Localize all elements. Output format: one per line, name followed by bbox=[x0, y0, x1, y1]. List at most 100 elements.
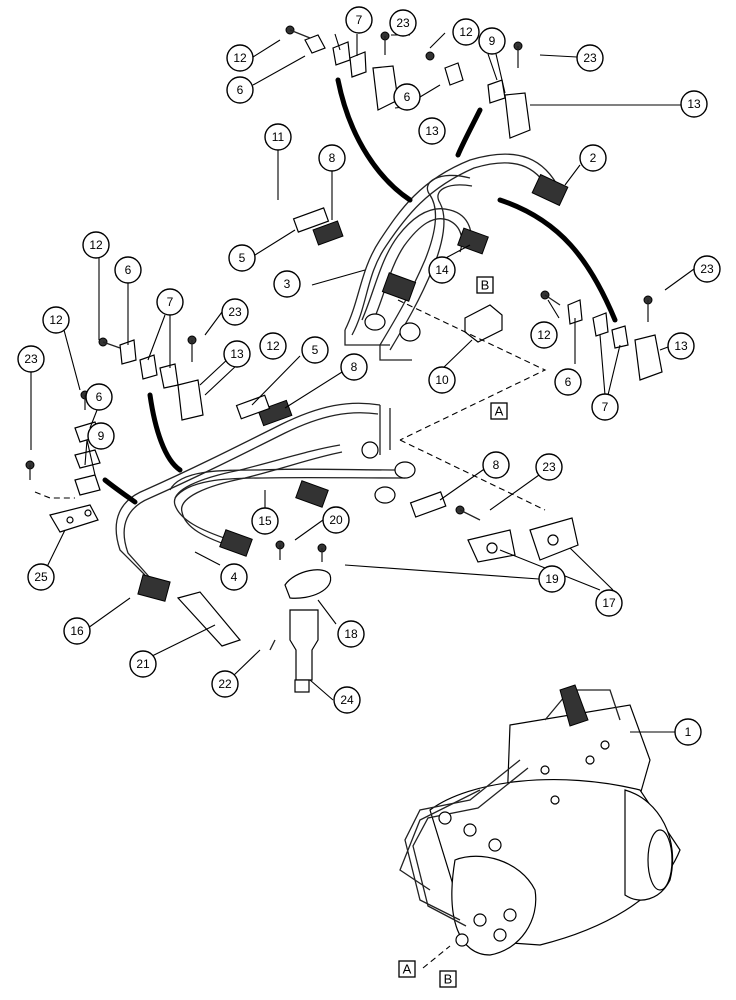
svg-text:1: 1 bbox=[685, 725, 692, 739]
svg-text:23: 23 bbox=[228, 305, 242, 319]
svg-text:8: 8 bbox=[329, 151, 336, 165]
svg-text:25: 25 bbox=[34, 570, 48, 584]
callout-11: 11 bbox=[264, 123, 292, 151]
svg-text:23: 23 bbox=[700, 262, 714, 276]
svg-text:B: B bbox=[481, 278, 490, 293]
callout-18: 18 bbox=[337, 620, 365, 648]
section-lines bbox=[397, 299, 547, 969]
svg-text:6: 6 bbox=[404, 90, 411, 104]
callout-6-b: 6 bbox=[393, 83, 421, 111]
svg-text:6: 6 bbox=[96, 390, 103, 404]
section-label-b-lower: B bbox=[439, 970, 457, 988]
section-labels: B A A B bbox=[398, 276, 508, 988]
callout-7-a: 7 bbox=[345, 6, 373, 34]
callout-13-d: 13 bbox=[667, 332, 695, 360]
callout-4: 4 bbox=[220, 563, 248, 591]
svg-text:16: 16 bbox=[70, 624, 84, 638]
top-brackets bbox=[285, 25, 531, 139]
callout-23-b: 23 bbox=[576, 44, 604, 72]
svg-text:6: 6 bbox=[125, 263, 132, 277]
svg-text:6: 6 bbox=[565, 375, 572, 389]
svg-text:20: 20 bbox=[329, 513, 343, 527]
callout-19: 19 bbox=[538, 565, 566, 593]
svg-text:6: 6 bbox=[237, 83, 244, 97]
callout-8-c: 8 bbox=[482, 451, 510, 479]
svg-text:12: 12 bbox=[266, 339, 280, 353]
callout-15: 15 bbox=[251, 507, 279, 535]
callout-6-d: 6 bbox=[554, 368, 582, 396]
svg-text:5: 5 bbox=[239, 251, 246, 265]
svg-text:24: 24 bbox=[340, 693, 354, 707]
callout-6-c: 6 bbox=[114, 256, 142, 284]
svg-text:8: 8 bbox=[493, 458, 500, 472]
svg-text:14: 14 bbox=[435, 263, 449, 277]
svg-text:7: 7 bbox=[167, 295, 174, 309]
svg-text:B: B bbox=[444, 972, 453, 987]
callout-23-c: 23 bbox=[221, 298, 249, 326]
svg-text:13: 13 bbox=[230, 347, 244, 361]
section-label-b-upper: B bbox=[476, 276, 494, 294]
line-art bbox=[25, 25, 681, 969]
callout-3: 3 bbox=[273, 270, 301, 298]
leader-lines bbox=[30, 32, 695, 733]
svg-text:12: 12 bbox=[537, 328, 551, 342]
callouts: 1 2 3 4 5 5 6 6 6 6 6 7 7 7 8 8 8 9 9 10… bbox=[17, 6, 721, 746]
svg-text:A: A bbox=[495, 404, 504, 419]
callout-5-b: 5 bbox=[301, 336, 329, 364]
right-brackets bbox=[540, 290, 663, 381]
svg-text:12: 12 bbox=[459, 25, 473, 39]
callout-2: 2 bbox=[579, 144, 607, 172]
svg-text:19: 19 bbox=[545, 572, 559, 586]
svg-text:23: 23 bbox=[24, 352, 38, 366]
callout-7-b: 7 bbox=[156, 288, 184, 316]
svg-text:4: 4 bbox=[231, 570, 238, 584]
svg-text:7: 7 bbox=[602, 400, 609, 414]
callout-12-d: 12 bbox=[42, 306, 70, 334]
svg-text:12: 12 bbox=[49, 313, 63, 327]
callout-12-b: 12 bbox=[452, 18, 480, 46]
callout-23-e: 23 bbox=[17, 345, 45, 373]
svg-text:9: 9 bbox=[489, 34, 496, 48]
callout-17: 17 bbox=[595, 589, 623, 617]
callout-1: 1 bbox=[674, 718, 702, 746]
callout-16: 16 bbox=[63, 617, 91, 645]
callout-13-b: 13 bbox=[680, 90, 708, 118]
svg-text:3: 3 bbox=[284, 277, 291, 291]
callout-12-c: 12 bbox=[82, 231, 110, 259]
svg-text:13: 13 bbox=[674, 339, 688, 353]
callout-12-e: 12 bbox=[259, 332, 287, 360]
svg-text:8: 8 bbox=[351, 360, 358, 374]
callout-6-a: 6 bbox=[226, 76, 254, 104]
callout-13-c: 13 bbox=[223, 340, 251, 368]
svg-text:13: 13 bbox=[687, 97, 701, 111]
svg-text:5: 5 bbox=[312, 343, 319, 357]
callout-13-a: 13 bbox=[418, 117, 446, 145]
svg-text:23: 23 bbox=[583, 51, 597, 65]
callout-5-a: 5 bbox=[228, 244, 256, 272]
svg-text:23: 23 bbox=[396, 16, 410, 30]
callout-25: 25 bbox=[27, 563, 55, 591]
injector-group bbox=[176, 505, 579, 693]
callout-8-a: 8 bbox=[318, 144, 346, 172]
callout-6-e: 6 bbox=[85, 383, 113, 411]
svg-text:A: A bbox=[403, 962, 412, 977]
svg-text:21: 21 bbox=[136, 657, 150, 671]
callout-12-f: 12 bbox=[530, 321, 558, 349]
callout-9-b: 9 bbox=[87, 422, 115, 450]
callout-23-f: 23 bbox=[535, 453, 563, 481]
callout-12-a: 12 bbox=[226, 44, 254, 72]
fuel-pump-assembly bbox=[399, 684, 681, 956]
callout-7-c: 7 bbox=[591, 393, 619, 421]
svg-text:23: 23 bbox=[542, 460, 556, 474]
callout-8-b: 8 bbox=[340, 353, 368, 381]
upper-fuel-line-assembly bbox=[292, 77, 618, 361]
section-label-a-lower: A bbox=[398, 960, 416, 978]
svg-text:17: 17 bbox=[602, 596, 616, 610]
callout-23-a: 23 bbox=[389, 9, 417, 37]
svg-text:10: 10 bbox=[435, 373, 449, 387]
section-label-a-upper: A bbox=[490, 402, 508, 420]
callout-14: 14 bbox=[428, 256, 456, 284]
svg-text:11: 11 bbox=[272, 130, 285, 144]
lower-fuel-line-assembly bbox=[102, 392, 447, 602]
